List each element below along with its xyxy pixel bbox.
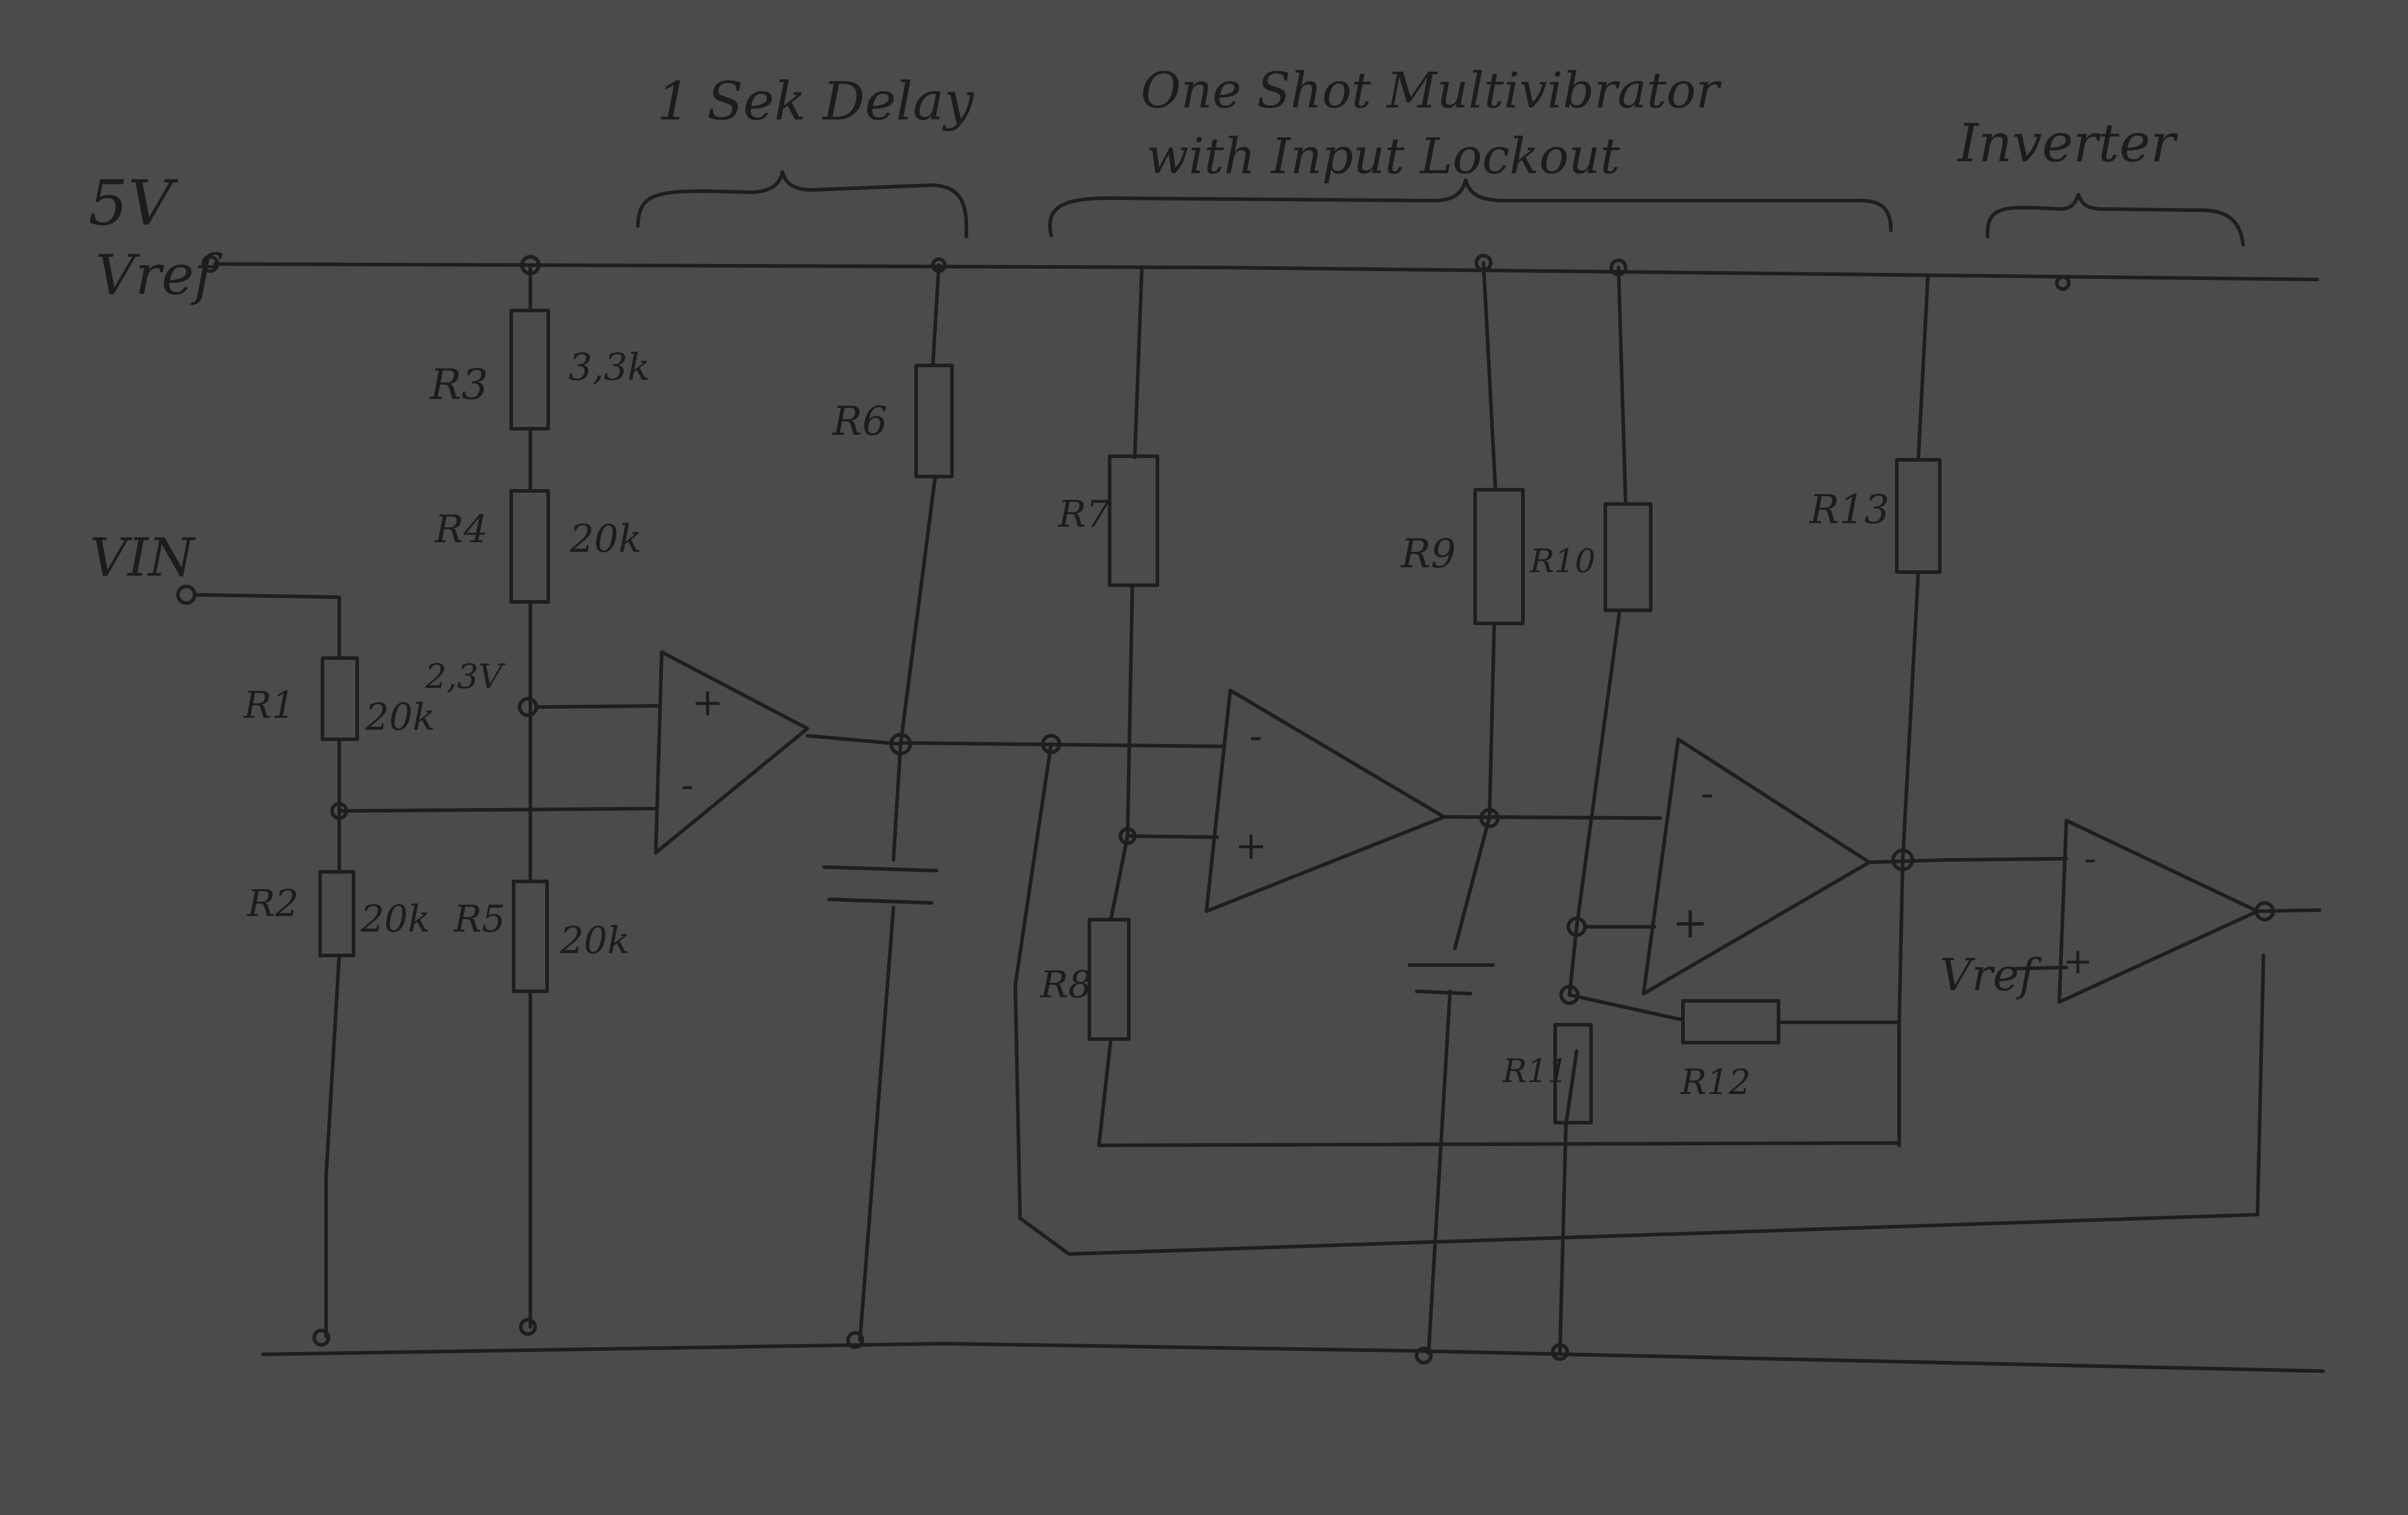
comp1-plus-sign: + — [692, 681, 724, 725]
r12-label: R12 — [1680, 1062, 1750, 1102]
comp4-plus-sign: + — [2063, 941, 2093, 982]
r1-resistor — [321, 656, 359, 741]
oneshot-title-line1: One Shot Multivibrator — [1141, 63, 1722, 119]
inverter-section-title: Inverter — [1956, 112, 2179, 174]
r9-wire — [1427, 261, 1497, 1355]
r5-resistor — [512, 880, 549, 993]
comp3-minus-sign: - — [1701, 772, 1714, 816]
r3-value: 3,3k — [569, 345, 650, 389]
r5-label: R5 — [453, 897, 505, 941]
brace-inverter — [1985, 193, 2245, 247]
comp3-plus-sign: + — [1672, 898, 1708, 948]
r13-wire — [1897, 275, 1930, 1024]
node-c1-ground — [846, 1331, 864, 1349]
ground-rail-left — [261, 1342, 945, 1356]
r9-resistor — [1473, 488, 1525, 625]
brace-delay — [636, 170, 969, 238]
node-inverter-out — [2255, 901, 2275, 921]
vref-inverter-label: Vref — [1940, 949, 2042, 1001]
node-divider-top — [520, 255, 540, 275]
delay-section-title: 1 Sek Delay — [657, 70, 975, 132]
feedback-loop-wire — [1013, 742, 2265, 1256]
r6-resistor — [914, 364, 954, 478]
r10-label: R10 — [1529, 542, 1595, 580]
r8-label: R8 — [1040, 963, 1092, 1006]
r11-resistor — [1553, 1023, 1593, 1124]
vref-rail — [213, 262, 2319, 281]
r7-resistor — [1108, 454, 1159, 587]
r13-resistor — [1895, 458, 1942, 574]
r7-label: R7 — [1058, 492, 1110, 536]
comparator-3-body — [1642, 737, 1871, 995]
r10-wire — [1558, 266, 1627, 1354]
brace-oneshot — [1048, 179, 1893, 237]
node-voltage-label: 2,3V — [425, 657, 506, 696]
r8-resistor — [1088, 918, 1131, 1041]
r4-resistor — [509, 489, 550, 604]
r1-label: R1 — [243, 683, 295, 727]
r3-resistor — [509, 309, 550, 431]
r9-label: R9 — [1400, 531, 1456, 577]
c2-capacitor — [1408, 963, 1495, 995]
comparator-4-wires — [2013, 908, 2321, 970]
comparator-2-body — [1205, 689, 1446, 913]
comp2-plus-sign: + — [1235, 824, 1267, 868]
c1-capacitor — [822, 865, 938, 905]
r3-label: R3 — [429, 360, 488, 409]
r12-resistor — [1681, 999, 1780, 1044]
vin-terminal — [176, 585, 196, 605]
vref-terminal — [201, 255, 219, 273]
r5-value: 20k — [560, 918, 629, 962]
r4-value: 20k — [569, 517, 641, 561]
comparator-1-body — [654, 650, 809, 855]
vref-top-label: Vref — [96, 243, 223, 307]
comparator-2-wires — [1126, 815, 1662, 839]
node-divider-ground — [519, 1318, 537, 1336]
node-r10-top — [1610, 259, 1627, 276]
r2-label: R2 — [247, 881, 299, 925]
node-vin-ground — [312, 1329, 330, 1347]
supply-voltage-label: 5V — [88, 167, 178, 239]
oneshot-title-line2: with Input Lockout — [1147, 128, 1620, 185]
comparator-3-wires — [1488, 815, 2068, 929]
ground-rail-right — [942, 1342, 2325, 1373]
delay-to-oneshot-wire — [899, 741, 1226, 748]
comparator-4-body — [2057, 819, 2259, 1004]
r13-label: R13 — [1809, 487, 1890, 533]
r6-label: R6 — [832, 398, 887, 444]
r4-label: R4 — [434, 508, 488, 552]
node-r11-r12 — [1559, 985, 1580, 1005]
comp2-minus-sign: - — [1249, 714, 1263, 758]
vin-label: VIN — [90, 527, 196, 588]
node-r6-top — [931, 257, 947, 273]
node-c2-ground — [1415, 1347, 1433, 1365]
vin-wire — [193, 593, 341, 1338]
r1-value: 20k — [365, 695, 435, 739]
node-vref-right — [2055, 275, 2071, 291]
node-r9-top — [1475, 254, 1492, 272]
comp1-minus-sign: - — [681, 763, 694, 807]
comp4-minus-sign: - — [2084, 838, 2096, 880]
r11-label: R11 — [1502, 1052, 1568, 1090]
r2-value: 20k — [360, 897, 430, 941]
node-divider-mid — [518, 697, 538, 717]
r2-resistor — [318, 870, 355, 957]
node-r11-ground — [1551, 1343, 1569, 1361]
comparator-1-wires — [337, 704, 902, 813]
r10-resistor — [1604, 502, 1653, 612]
